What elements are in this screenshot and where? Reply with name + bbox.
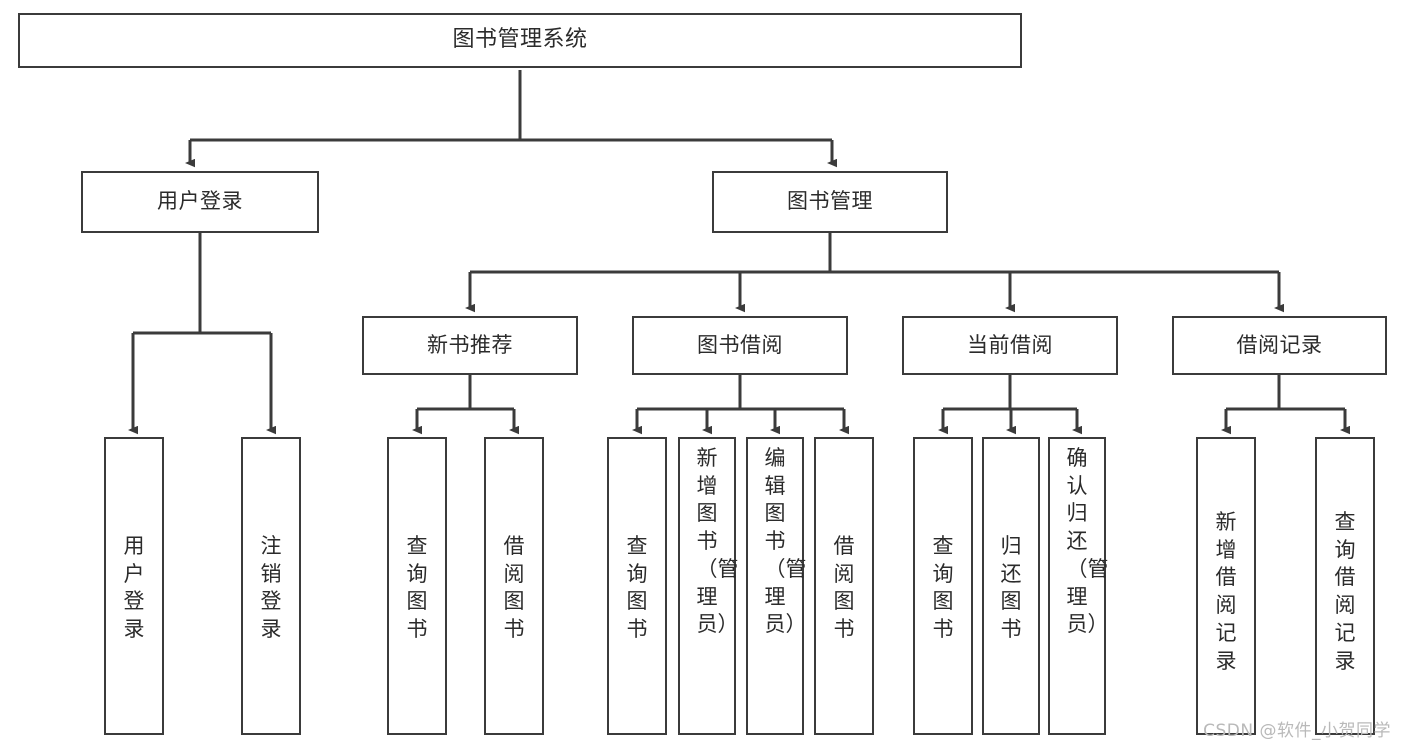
- node-leaf-borrow-book-2[interactable]: 借阅图书: [814, 437, 874, 735]
- node-leaf-add-record[interactable]: 新增借阅记录: [1196, 437, 1256, 735]
- node-leaf-borrow-book-1[interactable]: 借阅图书: [484, 437, 544, 735]
- node-leaf-logout[interactable]: 注销登录: [241, 437, 301, 735]
- node-leaf-query-book-1-label: 查询图书: [406, 534, 428, 642]
- node-leaf-borrow-book-2-label: 借阅图书: [833, 534, 855, 642]
- node-leaf-borrow-book-1-label: 借阅图书: [503, 534, 525, 642]
- node-current-borrow[interactable]: 当前借阅: [902, 316, 1118, 375]
- node-borrow-record-label: 借阅记录: [1236, 332, 1323, 357]
- node-current-borrow-label: 当前借阅: [967, 332, 1053, 357]
- node-leaf-edit-book-label: 编辑图书（管理员）: [764, 446, 807, 637]
- node-book-manage-label: 图书管理: [787, 189, 873, 214]
- node-leaf-query-book-2-label: 查询图书: [626, 534, 648, 642]
- node-leaf-query-book-2[interactable]: 查询图书: [607, 437, 667, 735]
- node-leaf-query-record-label: 查询借阅记录: [1334, 510, 1356, 673]
- node-user-login[interactable]: 用户登录: [81, 171, 319, 233]
- node-borrow-record[interactable]: 借阅记录: [1172, 316, 1387, 375]
- node-book-manage[interactable]: 图书管理: [712, 171, 948, 233]
- node-leaf-add-book-label: 新增图书（管理员）: [696, 446, 739, 637]
- node-leaf-add-record-label: 新增借阅记录: [1215, 510, 1237, 673]
- node-leaf-query-record[interactable]: 查询借阅记录: [1315, 437, 1375, 735]
- node-root[interactable]: 图书管理系统: [18, 13, 1022, 68]
- node-leaf-query-book-3-label: 查询图书: [932, 534, 954, 642]
- node-leaf-confirm-return-label: 确认归还（管理员）: [1066, 446, 1109, 637]
- node-user-login-label: 用户登录: [157, 189, 243, 214]
- node-leaf-query-book-1[interactable]: 查询图书: [387, 437, 447, 735]
- node-leaf-add-book[interactable]: 新增图书（管理员）: [678, 437, 739, 735]
- node-leaf-edit-book[interactable]: 编辑图书（管理员）: [746, 437, 807, 735]
- node-new-book-recommend-label: 新书推荐: [427, 332, 513, 357]
- node-leaf-logout-label: 注销登录: [260, 534, 282, 642]
- node-leaf-confirm-return[interactable]: 确认归还（管理员）: [1048, 437, 1109, 735]
- node-leaf-user-login-label: 用户登录: [123, 534, 145, 642]
- node-leaf-user-login[interactable]: 用户登录: [104, 437, 164, 735]
- node-leaf-return-book[interactable]: 归还图书: [982, 437, 1040, 735]
- node-leaf-query-book-3[interactable]: 查询图书: [913, 437, 973, 735]
- csdn-watermark: CSDN @软件_小贺同学: [1203, 721, 1391, 741]
- node-new-book-recommend[interactable]: 新书推荐: [362, 316, 578, 375]
- node-leaf-return-book-label: 归还图书: [1000, 534, 1022, 642]
- node-book-borrow-label: 图书借阅: [697, 332, 783, 357]
- node-book-borrow[interactable]: 图书借阅: [632, 316, 848, 375]
- node-root-label: 图书管理系统: [452, 27, 588, 53]
